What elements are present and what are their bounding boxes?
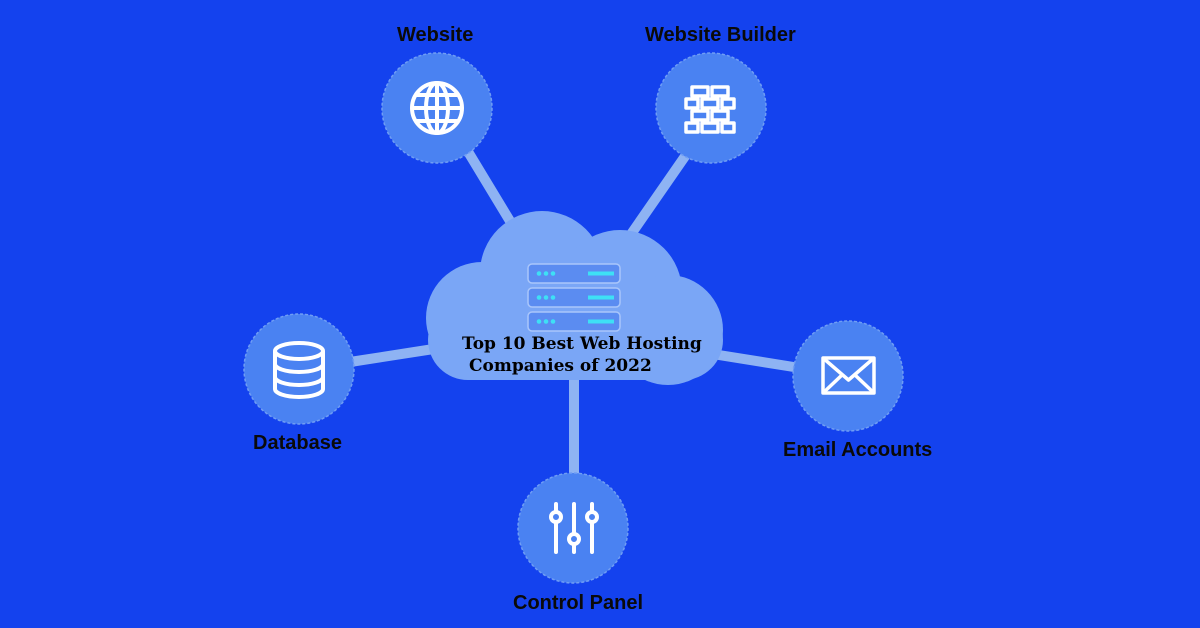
email-accounts-label: Email Accounts xyxy=(783,439,933,461)
globe-icon xyxy=(410,81,464,135)
database-icon xyxy=(273,341,325,399)
server-unit xyxy=(527,263,621,284)
diagram-title-line-2: Companies of 2022 xyxy=(469,356,652,376)
connector-website-builder xyxy=(622,147,693,245)
connector-database xyxy=(345,343,445,367)
diagram-title-line-1: Top 10 Best Web Hosting xyxy=(462,334,702,354)
server-unit xyxy=(527,311,621,332)
server-unit xyxy=(527,287,621,308)
database-label: Database xyxy=(253,432,342,454)
control-panel-label: Control Panel xyxy=(513,592,644,614)
server-rack-icon xyxy=(527,263,621,332)
sliders-icon xyxy=(549,502,599,554)
website-builder-label: Website Builder xyxy=(645,24,796,46)
brick-wall-icon xyxy=(684,85,736,134)
node-email-accounts xyxy=(792,320,904,432)
website-label: Website xyxy=(397,24,474,46)
connector-website xyxy=(462,145,518,231)
envelope-icon xyxy=(821,356,876,395)
node-database xyxy=(243,313,355,425)
